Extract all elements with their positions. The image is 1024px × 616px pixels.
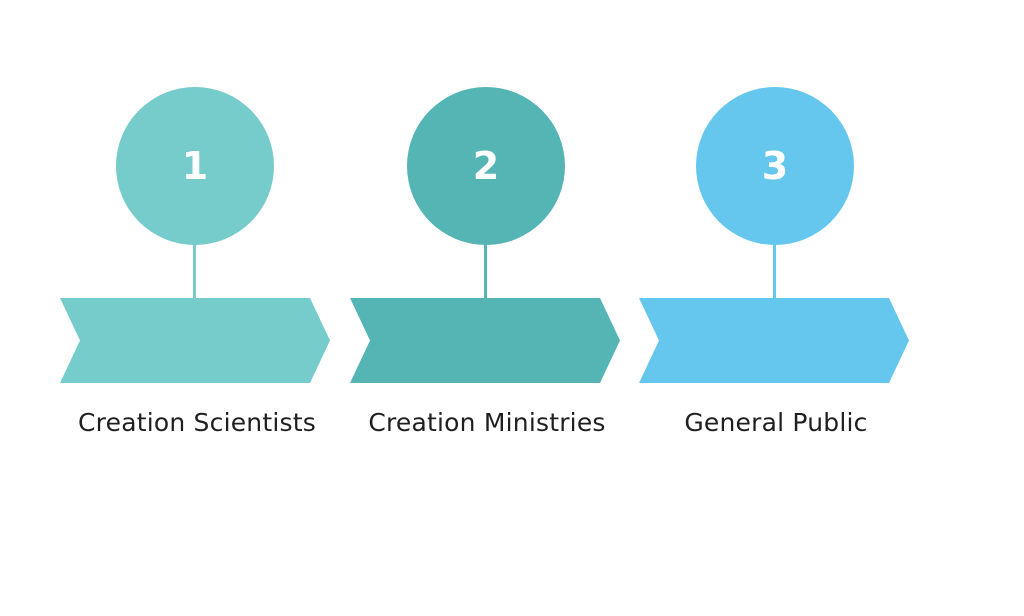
step-2-circle: 2 [407,87,565,245]
step-1-chevron [60,298,330,383]
step-2-connector [484,244,487,300]
step-1-label: Creation Scientists [78,408,316,437]
step-2-label: Creation Ministries [368,408,606,437]
step-1-number: 1 [181,144,209,188]
step-1-connector [193,244,196,300]
step-3: 3 General Public [637,0,927,616]
step-3-connector [773,244,776,300]
step-3-label: General Public [684,408,868,437]
step-2-chevron [350,298,620,383]
step-1-circle: 1 [116,87,274,245]
step-2: 2 Creation Ministries [348,0,638,616]
step-3-chevron [639,298,909,383]
step-2-chevron-shape [350,298,620,383]
step-1-chevron-shape [60,298,330,383]
step-3-chevron-shape [639,298,909,383]
step-3-circle: 3 [696,87,854,245]
step-1: 1 Creation Scientists [58,0,348,616]
step-3-number: 3 [761,144,789,188]
step-2-number: 2 [472,144,500,188]
